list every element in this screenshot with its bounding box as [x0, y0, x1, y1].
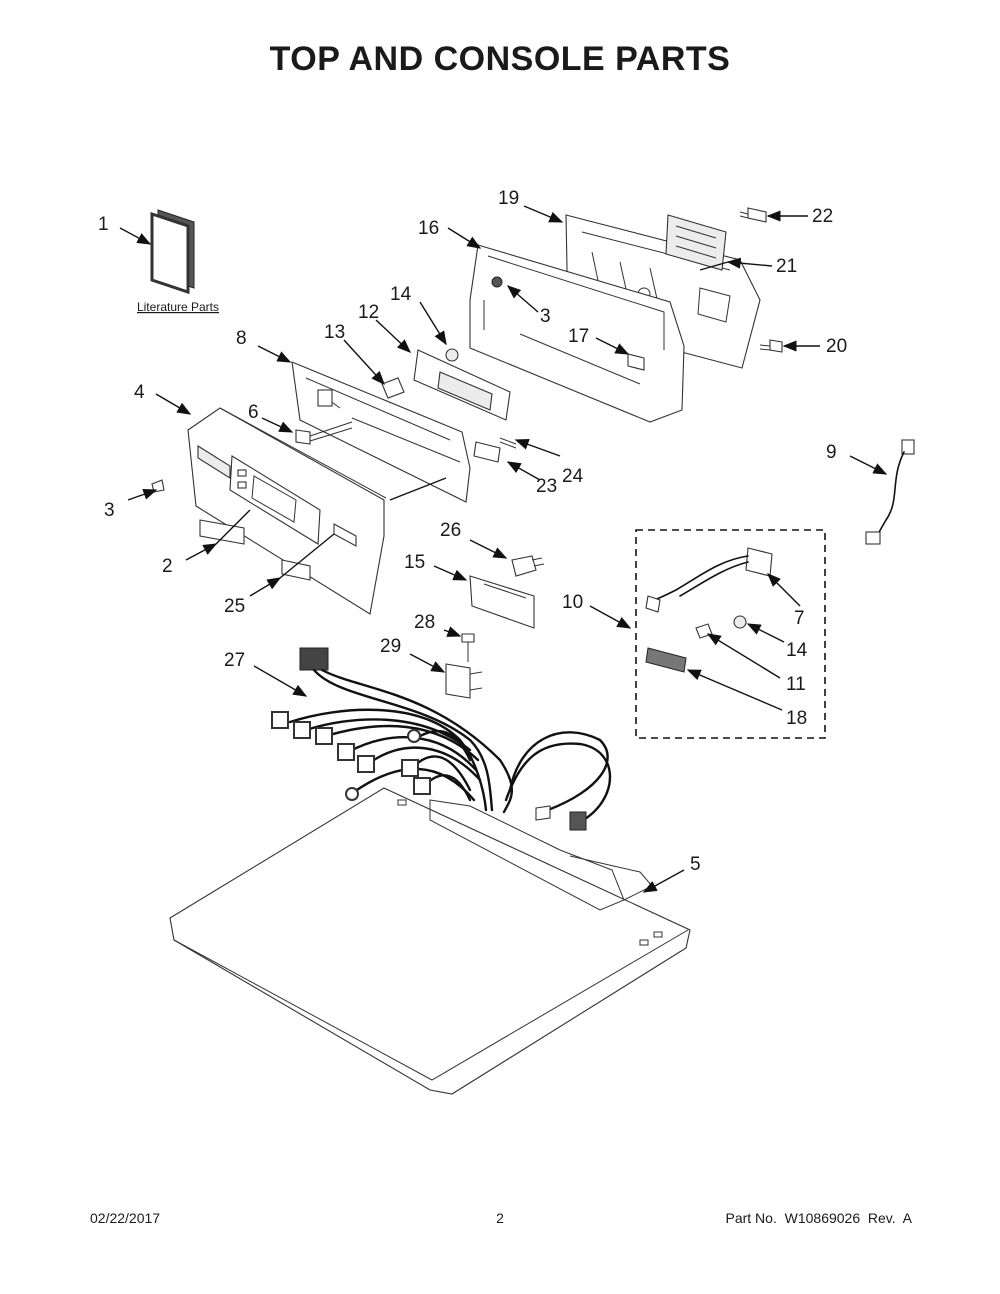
callout-7: 7 [794, 608, 805, 629]
callout-9: 9 [826, 442, 837, 463]
footer-page-number: 2 [496, 1210, 504, 1226]
screw-24 [499, 437, 517, 449]
harness-7 [645, 547, 773, 613]
console-panel [187, 407, 387, 615]
callout-13: 13 [324, 322, 345, 343]
control-module-15 [469, 575, 535, 629]
console-bracket [291, 361, 471, 503]
footer-date: 02/22/2017 [90, 1210, 161, 1226]
page-title: TOP AND CONSOLE PARTS [269, 40, 731, 78]
callout-18: 18 [786, 708, 807, 729]
screw-6 [295, 421, 353, 445]
callout-3a: 3 [104, 500, 115, 521]
screw-11 [695, 623, 713, 639]
switch-29 [445, 663, 483, 699]
control-board [665, 214, 727, 271]
bracket-23 [473, 441, 501, 463]
switch-assembly [413, 349, 511, 421]
callout-23: 23 [536, 476, 557, 497]
wire-harness-27 [271, 647, 612, 831]
callout-20: 20 [826, 336, 847, 357]
callout-8: 8 [236, 328, 247, 349]
screw-22 [739, 207, 767, 223]
callout-14a: 14 [390, 284, 412, 305]
callout-24: 24 [562, 466, 584, 487]
footer-part-number: Part No. W10869026 Rev. A [725, 1210, 912, 1226]
callout-5: 5 [690, 854, 701, 875]
nut-14 [445, 348, 459, 362]
callout-29: 29 [380, 636, 401, 657]
callout-11: 11 [786, 674, 806, 695]
kit-box-10 [635, 529, 826, 739]
callout-4: 4 [134, 382, 145, 403]
callout-15: 15 [404, 552, 425, 573]
callout-10: 10 [562, 592, 583, 613]
callout-28: 28 [414, 612, 435, 633]
overlay-25 [281, 559, 311, 581]
callout-22: 22 [812, 206, 833, 227]
callout-19: 19 [498, 188, 519, 209]
top-panel [169, 787, 691, 1095]
callout-21: 21 [776, 256, 797, 277]
screw-20 [759, 339, 783, 353]
sensor-28 [461, 633, 475, 662]
literature-book [150, 209, 195, 295]
harness-9 [865, 439, 915, 545]
callout-25: 25 [224, 596, 245, 617]
connector-26 [511, 555, 545, 577]
callout-6: 6 [248, 402, 259, 423]
callout-3b: 3 [540, 306, 551, 327]
callout-2: 2 [162, 556, 173, 577]
literature-parts-label: Literature Parts [137, 300, 219, 314]
callout-1: 1 [98, 214, 109, 235]
callout-26: 26 [440, 520, 461, 541]
callout-16: 16 [418, 218, 439, 239]
callout-27: 27 [224, 650, 245, 671]
callout-14b: 14 [786, 640, 808, 661]
callout-17: 17 [568, 326, 589, 347]
overlay-2 [199, 519, 245, 545]
button-18 [645, 647, 687, 673]
spacer-13 [381, 377, 405, 399]
console-rear-housing [469, 244, 685, 423]
nut-14b [733, 615, 747, 629]
callout-12: 12 [358, 302, 379, 323]
